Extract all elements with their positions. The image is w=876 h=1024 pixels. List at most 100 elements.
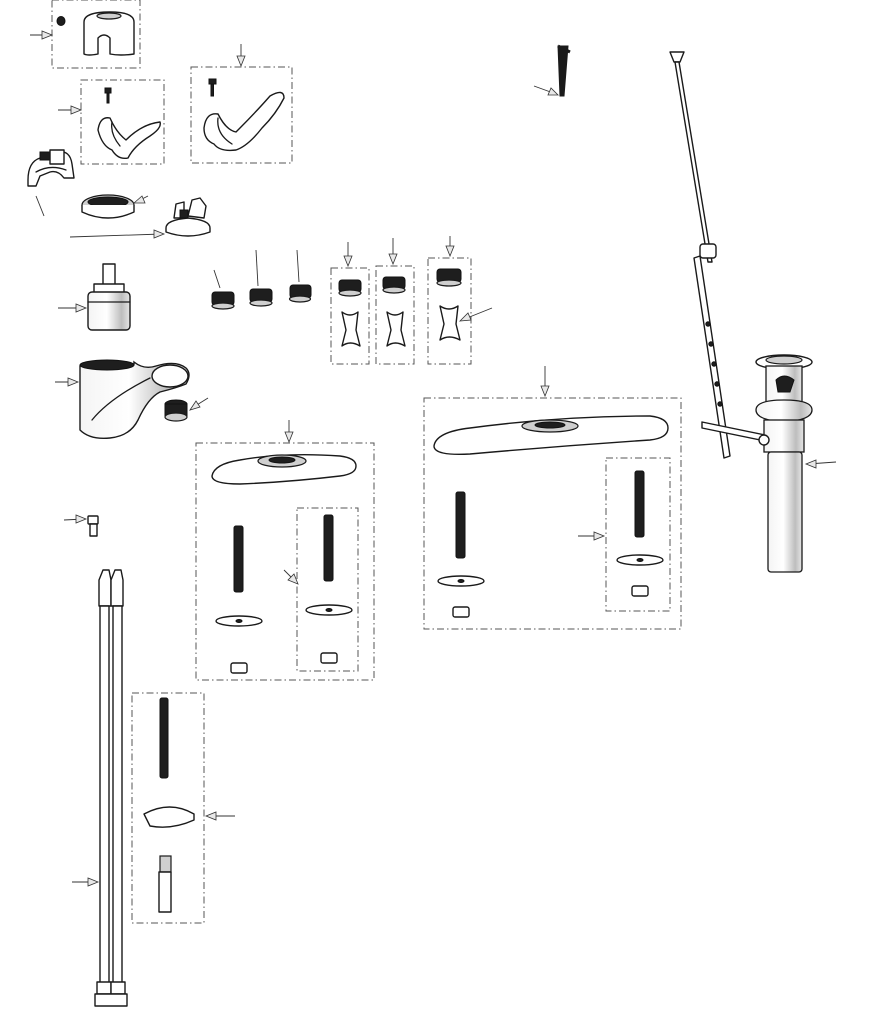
arrowhead xyxy=(593,531,606,541)
washer-hole xyxy=(636,558,644,562)
arrowhead xyxy=(41,30,54,40)
bonnet-nut-group xyxy=(81,194,149,219)
seat-spring-kit-2 xyxy=(375,238,415,365)
handle-detail xyxy=(217,117,233,145)
cartridge-group xyxy=(58,263,131,331)
hose-nut-bottom-2 xyxy=(110,981,126,995)
adapter-base xyxy=(165,217,211,237)
drain-collar xyxy=(763,419,805,453)
arrowhead xyxy=(343,255,353,268)
arrowhead xyxy=(445,245,455,258)
escutcheon-kit-large xyxy=(423,366,682,630)
strap-hole xyxy=(705,321,711,327)
arrowhead xyxy=(804,459,817,469)
threaded-rod xyxy=(159,697,169,779)
adapter-group xyxy=(69,197,211,239)
screw-head xyxy=(87,515,99,525)
arrowhead xyxy=(132,195,146,204)
arrowhead xyxy=(388,253,398,266)
screw-head xyxy=(104,87,112,94)
arrowhead xyxy=(284,431,294,444)
arrowhead xyxy=(540,385,550,398)
mounting-kit-group xyxy=(131,692,235,924)
dashed-box xyxy=(605,457,671,612)
drain-nut xyxy=(755,399,813,423)
adapter-clip xyxy=(179,209,189,219)
dashed-box xyxy=(131,692,205,924)
dashed-box xyxy=(190,66,293,164)
seat-3 xyxy=(288,249,312,303)
pivot-nut xyxy=(758,434,770,446)
seat-1 xyxy=(211,269,235,310)
spout-tip xyxy=(151,364,189,388)
bolt-body xyxy=(158,871,172,913)
mounting-bracket xyxy=(143,806,195,828)
escutcheon-kit-small xyxy=(195,420,375,681)
hose-fitting-top-2 xyxy=(110,569,124,607)
drain-stopper-opening xyxy=(775,375,795,393)
nut xyxy=(230,662,248,674)
aerator-bottom xyxy=(164,412,188,422)
arrowhead xyxy=(70,105,83,115)
side-lever-group xyxy=(27,149,75,217)
lever-handle xyxy=(97,117,161,160)
strap-hole xyxy=(708,341,714,347)
seat-base xyxy=(338,289,362,297)
nut xyxy=(452,606,470,618)
arrowhead xyxy=(75,303,88,313)
strap-hole xyxy=(714,381,720,387)
hex-key-bend xyxy=(557,44,571,54)
rod-kit-small xyxy=(283,507,359,672)
threaded-rod xyxy=(233,525,244,593)
arrowhead xyxy=(204,811,217,821)
spring xyxy=(439,305,461,341)
escutcheon-plate xyxy=(211,453,357,485)
arrowhead xyxy=(287,573,299,585)
lift-rod-strap-clip xyxy=(699,243,717,259)
seat-spring-kit-3 xyxy=(427,236,493,365)
adapter-fin-right xyxy=(187,197,207,219)
drain-assembly-group xyxy=(669,51,837,573)
hose-fitting-top-1 xyxy=(98,569,112,607)
escutcheon-hole xyxy=(534,421,566,429)
leader-line xyxy=(296,249,300,283)
lever-body xyxy=(49,149,65,165)
threaded-rod xyxy=(634,470,645,538)
lever-handle-group-2 xyxy=(190,44,293,164)
supply-hoses-group xyxy=(72,569,128,1007)
lever-detail xyxy=(35,166,67,173)
arrowhead xyxy=(67,377,80,387)
hose-nut-bottom-1 xyxy=(96,981,112,995)
threaded-rod xyxy=(323,514,334,582)
threaded-rod xyxy=(455,491,466,559)
screw-shank xyxy=(210,83,214,97)
dashed-box xyxy=(296,507,359,672)
arrowhead xyxy=(236,55,246,68)
washer-hole xyxy=(325,608,333,612)
arrowhead xyxy=(189,400,201,411)
leader-line xyxy=(213,269,221,289)
handle-detail xyxy=(111,121,121,147)
supply-hose-1 xyxy=(99,605,110,987)
lever-clip xyxy=(39,151,51,161)
lever-handle xyxy=(203,91,285,152)
dashed-box xyxy=(375,265,415,365)
body-opening xyxy=(79,359,135,371)
handle-cap-group xyxy=(30,0,141,69)
lift-rod-knob xyxy=(669,51,685,63)
lever-handle-group-1 xyxy=(58,79,165,165)
tailpiece xyxy=(767,451,803,573)
leader-line xyxy=(35,195,45,217)
hose-coupling xyxy=(94,993,128,1007)
cartridge-body xyxy=(87,291,131,331)
hex-key-group xyxy=(533,44,571,97)
arrowhead xyxy=(153,229,166,239)
seat-base xyxy=(436,279,462,287)
nut xyxy=(320,652,338,664)
seat-base xyxy=(288,295,312,303)
screw-head xyxy=(208,78,217,85)
supply-hose-2 xyxy=(112,605,123,987)
lift-strap xyxy=(693,255,731,459)
dashed-box xyxy=(51,0,141,69)
